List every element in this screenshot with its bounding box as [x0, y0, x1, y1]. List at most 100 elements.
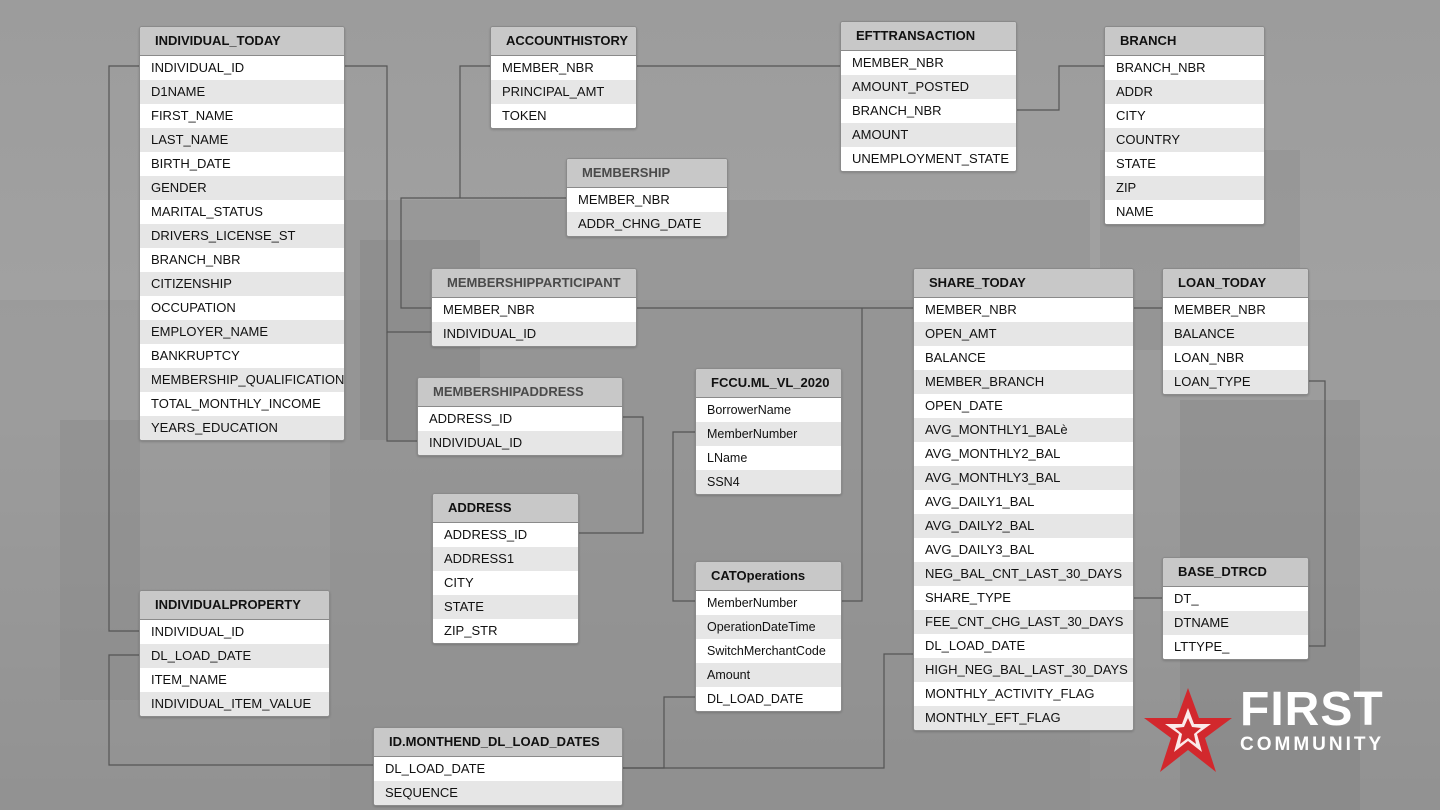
table-row: MEMBERSHIP_QUALIFICATION: [140, 368, 344, 392]
table-row: DL_LOAD_DATE: [140, 644, 329, 668]
logo-wordmark-first: FIRST: [1240, 683, 1384, 736]
table-row: BRANCH_NBR: [1105, 56, 1264, 80]
table-efttransaction[interactable]: EFTTRANSACTION MEMBER_NBR AMOUNT_POSTED …: [840, 21, 1017, 172]
table-row: ZIP_STR: [433, 619, 578, 643]
table-row: CITY: [433, 571, 578, 595]
field-list: MEMBER_NBR BALANCE LOAN_NBR LOAN_TYPE: [1163, 298, 1308, 394]
table-row: COUNTRY: [1105, 128, 1264, 152]
table-title: ADDRESS: [433, 494, 578, 523]
connector-fccu-to-catoperations: [672, 431, 695, 602]
table-base-dtrcd[interactable]: BASE_DTRCD DT_ DTNAME LTTYPE_: [1162, 557, 1309, 660]
table-title: INDIVIDUALPROPERTY: [140, 591, 329, 620]
table-row: HIGH_NEG_BAL_LAST_30_DAYS: [914, 658, 1133, 682]
table-row: DTNAME: [1163, 611, 1308, 635]
table-row: BALANCE: [914, 346, 1133, 370]
table-row: DL_LOAD_DATE: [374, 757, 622, 781]
field-list: BRANCH_NBR ADDR CITY COUNTRY STATE ZIP N…: [1105, 56, 1264, 224]
table-row: LAST_NAME: [140, 128, 344, 152]
table-branch[interactable]: BRANCH BRANCH_NBR ADDR CITY COUNTRY STAT…: [1104, 26, 1265, 225]
field-list: INDIVIDUAL_ID D1NAME FIRST_NAME LAST_NAM…: [140, 56, 344, 440]
table-row: TOTAL_MONTHLY_INCOME: [140, 392, 344, 416]
table-row: BRANCH_NBR: [140, 248, 344, 272]
table-row: STATE: [433, 595, 578, 619]
table-row: AVG_DAILY1_BAL: [914, 490, 1133, 514]
table-row: ITEM_NAME: [140, 668, 329, 692]
logo-wordmark-community: COMMUNITY: [1240, 734, 1385, 755]
table-row: MemberNumber: [696, 422, 841, 446]
table-fccu-ml-vl-2020[interactable]: FCCU.ML_VL_2020 BorrowerName MemberNumbe…: [695, 368, 842, 495]
table-row: ADDR: [1105, 80, 1264, 104]
table-row: BRANCH_NBR: [841, 99, 1016, 123]
table-row: DT_: [1163, 587, 1308, 611]
table-title: MEMBERSHIP: [567, 159, 727, 188]
table-row: OPEN_DATE: [914, 394, 1133, 418]
table-row: FEE_CNT_CHG_LAST_30_DAYS: [914, 610, 1133, 634]
table-row: DRIVERS_LICENSE_ST: [140, 224, 344, 248]
table-title: SHARE_TODAY: [914, 269, 1133, 298]
connector-monthend-to-share: [621, 653, 913, 769]
table-address[interactable]: ADDRESS ADDRESS_ID ADDRESS1 CITY STATE Z…: [432, 493, 579, 644]
table-row: MEMBER_BRANCH: [914, 370, 1133, 394]
table-row: ADDRESS_ID: [418, 407, 622, 431]
table-membershipaddress[interactable]: MEMBERSHIPADDRESS ADDRESS_ID INDIVIDUAL_…: [417, 377, 623, 456]
table-catoperations[interactable]: CATOperations MemberNumber OperationDate…: [695, 561, 842, 712]
table-row: CITIZENSHIP: [140, 272, 344, 296]
table-row: ZIP: [1105, 176, 1264, 200]
table-row: Amount: [696, 663, 841, 687]
table-row: AVG_MONTHLY3_BAL: [914, 466, 1133, 490]
table-individualproperty[interactable]: INDIVIDUALPROPERTY INDIVIDUAL_ID DL_LOAD…: [139, 590, 330, 717]
table-row: DL_LOAD_DATE: [696, 687, 841, 711]
table-row: INDIVIDUAL_ID: [140, 56, 344, 80]
table-row: OPEN_AMT: [914, 322, 1133, 346]
table-row: LOAN_NBR: [1163, 346, 1308, 370]
table-individual-today[interactable]: INDIVIDUAL_TODAY INDIVIDUAL_ID D1NAME FI…: [139, 26, 345, 441]
table-loan-today[interactable]: LOAN_TODAY MEMBER_NBR BALANCE LOAN_NBR L…: [1162, 268, 1309, 395]
table-row: INDIVIDUAL_ID: [418, 431, 622, 455]
table-membershipparticipant[interactable]: MEMBERSHIPPARTICIPANT MEMBER_NBR INDIVID…: [431, 268, 637, 347]
table-row: ADDR_CHNG_DATE: [567, 212, 727, 236]
field-list: MemberNumber OperationDateTime SwitchMer…: [696, 591, 841, 711]
connector-membership-to-participant: [400, 197, 566, 309]
field-list: INDIVIDUAL_ID DL_LOAD_DATE ITEM_NAME IND…: [140, 620, 329, 716]
table-row: SEQUENCE: [374, 781, 622, 805]
table-row: D1NAME: [140, 80, 344, 104]
table-row: MEMBER_NBR: [491, 56, 636, 80]
table-row: BIRTH_DATE: [140, 152, 344, 176]
table-share-today[interactable]: SHARE_TODAY MEMBER_NBR OPEN_AMT BALANCE …: [913, 268, 1134, 731]
table-row: DL_LOAD_DATE: [914, 634, 1133, 658]
table-title: CATOperations: [696, 562, 841, 591]
table-title: ACCOUNTHISTORY: [491, 27, 636, 56]
connector-eft-to-branch: [1015, 65, 1104, 111]
connector-property-to-monthend: [108, 654, 373, 766]
connector-monthend-to-catoperations: [621, 696, 695, 769]
table-row: AVG_DAILY2_BAL: [914, 514, 1133, 538]
red-star-icon: [1144, 688, 1232, 772]
table-row: LName: [696, 446, 841, 470]
field-list: DL_LOAD_DATE SEQUENCE: [374, 757, 622, 805]
connector-individual-to-membershipaddress: [386, 332, 417, 442]
table-row: ADDRESS_ID: [433, 523, 578, 547]
connector-loan-to-basedtrcd: [1307, 380, 1326, 647]
table-row: MemberNumber: [696, 591, 841, 615]
table-row: UNEMPLOYMENT_STATE: [841, 147, 1016, 171]
table-row: MONTHLY_EFT_FLAG: [914, 706, 1133, 730]
field-list: MEMBER_NBR ADDR_CHNG_DATE: [567, 188, 727, 236]
table-row: AMOUNT_POSTED: [841, 75, 1016, 99]
table-accounthistory[interactable]: ACCOUNTHISTORY MEMBER_NBR PRINCIPAL_AMT …: [490, 26, 637, 129]
table-row: LOAN_TYPE: [1163, 370, 1308, 394]
table-row: AVG_DAILY3_BAL: [914, 538, 1133, 562]
table-title: MEMBERSHIPPARTICIPANT: [432, 269, 636, 298]
field-list: MEMBER_NBR AMOUNT_POSTED BRANCH_NBR AMOU…: [841, 51, 1016, 171]
table-membership[interactable]: MEMBERSHIP MEMBER_NBR ADDR_CHNG_DATE: [566, 158, 728, 237]
table-row: TOKEN: [491, 104, 636, 128]
table-row: MEMBER_NBR: [841, 51, 1016, 75]
table-row: NEG_BAL_CNT_LAST_30_DAYS: [914, 562, 1133, 586]
table-row: BorrowerName: [696, 398, 841, 422]
table-row: ADDRESS1: [433, 547, 578, 571]
table-id-monthend-dl-load-dates[interactable]: ID.MONTHEND_DL_LOAD_DATES DL_LOAD_DATE S…: [373, 727, 623, 806]
table-title: MEMBERSHIPADDRESS: [418, 378, 622, 407]
table-row: SHARE_TYPE: [914, 586, 1133, 610]
table-row: BANKRUPTCY: [140, 344, 344, 368]
table-row: SSN4: [696, 470, 841, 494]
